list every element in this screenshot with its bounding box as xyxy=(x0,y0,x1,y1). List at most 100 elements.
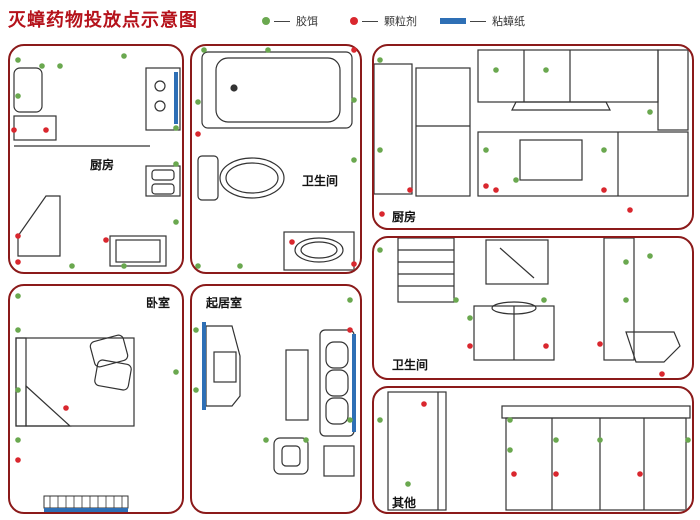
granule-point xyxy=(597,341,603,347)
granule-point xyxy=(103,237,109,243)
legend-sticky-label: 粘蟑纸 xyxy=(492,15,525,28)
gel-point xyxy=(347,297,353,303)
gel-point xyxy=(303,437,309,443)
granule-point xyxy=(601,187,607,193)
granule-point xyxy=(11,127,17,133)
other-view-panel: 其他 xyxy=(372,386,694,514)
bathroom-view-panel: 卫生间 xyxy=(372,236,694,380)
gel-point xyxy=(405,481,411,487)
granule-point xyxy=(347,327,353,333)
gel-point xyxy=(647,109,653,115)
bathroom-plan-label: 卫生间 xyxy=(302,174,339,188)
gel-point xyxy=(351,157,357,163)
gel-point xyxy=(377,57,383,63)
gel-point xyxy=(467,315,473,321)
gel-point xyxy=(195,263,201,269)
gel-point xyxy=(265,47,271,53)
granule-point xyxy=(467,343,473,349)
gel-point xyxy=(507,447,513,453)
legend-gel: 胶饵 xyxy=(262,13,318,29)
sticky-bar-icon xyxy=(440,18,466,24)
gel-point xyxy=(121,53,127,59)
gel-point xyxy=(39,63,45,69)
granule-dot-icon xyxy=(350,17,358,25)
gel-point xyxy=(193,327,199,333)
gel-point xyxy=(377,247,383,253)
legend-gel-label: 胶饵 xyxy=(296,15,318,28)
kitchen-plan-drawing xyxy=(13,67,181,267)
gel-point xyxy=(173,161,179,167)
gel-point xyxy=(377,147,383,153)
legend-granule-label: 颗粒剂 xyxy=(384,15,417,28)
granule-point xyxy=(493,187,499,193)
gel-point xyxy=(69,263,75,269)
gel-point xyxy=(493,67,499,73)
gel-dot-icon xyxy=(262,17,270,25)
gel-point xyxy=(623,297,629,303)
gel-point xyxy=(121,263,127,269)
gel-point xyxy=(173,369,179,375)
granule-point xyxy=(351,47,357,53)
granule-point xyxy=(659,371,665,377)
gel-point xyxy=(15,437,21,443)
gel-point xyxy=(173,219,179,225)
bathroom-plan-panel: 卫生间 xyxy=(190,44,362,274)
gel-point xyxy=(15,57,21,63)
gel-point xyxy=(15,93,21,99)
gel-point xyxy=(483,147,489,153)
granule-point xyxy=(63,405,69,411)
gel-point xyxy=(685,437,691,443)
bathroom-plan-drawing xyxy=(197,51,355,271)
bathroom-view-drawing xyxy=(397,238,681,363)
granule-point xyxy=(351,261,357,267)
gel-point xyxy=(193,387,199,393)
gel-point xyxy=(543,67,549,73)
gel-point xyxy=(57,63,63,69)
gel-point xyxy=(15,327,21,333)
gel-point xyxy=(601,147,607,153)
gel-point xyxy=(347,417,353,423)
kitchen-plan-panel: 厨房 xyxy=(8,44,184,274)
granule-point xyxy=(543,343,549,349)
kitchen-view-label: 厨房 xyxy=(392,210,417,224)
gel-point xyxy=(201,47,207,53)
living-plan-panel: 起居室 xyxy=(190,284,362,514)
gel-point xyxy=(263,437,269,443)
bedroom-plan-panel: 卧室 xyxy=(8,284,184,514)
other-view-label: 其他 xyxy=(392,496,417,510)
gel-point xyxy=(351,97,357,103)
granule-point xyxy=(511,471,517,477)
legend-granule: 颗粒剂 xyxy=(350,13,417,29)
gel-point xyxy=(453,297,459,303)
gel-point xyxy=(553,437,559,443)
gel-point xyxy=(15,387,21,393)
granule-point xyxy=(15,233,21,239)
granule-point xyxy=(195,131,201,137)
gel-point xyxy=(377,417,383,423)
gel-point xyxy=(237,263,243,269)
kitchen-plan-label: 厨房 xyxy=(90,158,115,172)
granule-point xyxy=(43,127,49,133)
granule-point xyxy=(407,187,413,193)
gel-point xyxy=(541,297,547,303)
gel-point xyxy=(597,437,603,443)
granule-point xyxy=(421,401,427,407)
granule-point xyxy=(379,211,385,217)
kitchen-view-panel: 厨房 xyxy=(372,44,694,230)
granule-point xyxy=(553,471,559,477)
gel-point xyxy=(173,125,179,131)
granule-point xyxy=(15,457,21,463)
legend-sticky: 粘蟑纸 xyxy=(440,13,525,29)
living-plan-label: 起居室 xyxy=(206,296,243,310)
granule-point xyxy=(627,207,633,213)
granule-point xyxy=(483,183,489,189)
granule-point xyxy=(289,239,295,245)
kitchen-view-drawing xyxy=(374,49,689,197)
gel-point xyxy=(195,99,201,105)
gel-point xyxy=(507,417,513,423)
page-title: 灭蟑药物投放点示意图 xyxy=(8,10,198,31)
bathroom-view-label: 卫生间 xyxy=(392,358,429,372)
living-plan-drawing xyxy=(202,322,356,477)
gel-point xyxy=(15,293,21,299)
